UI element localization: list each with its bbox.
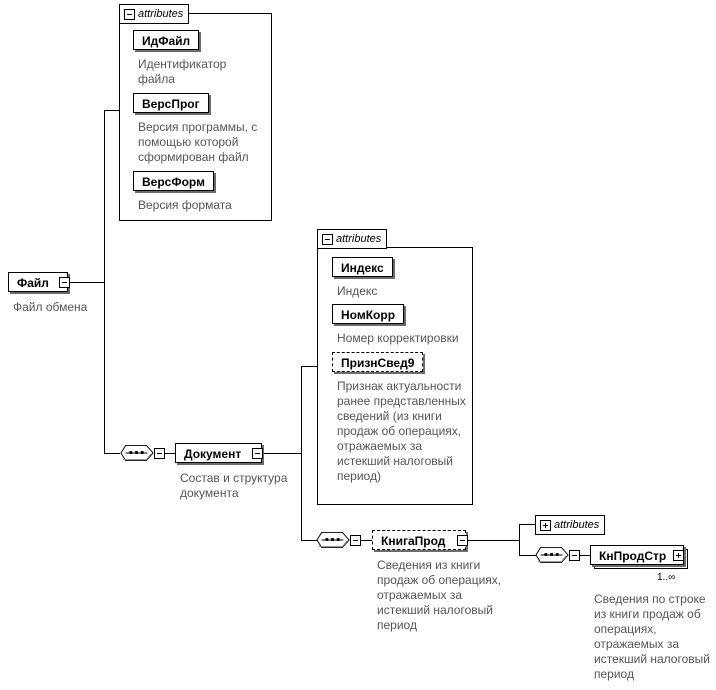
expand-icon[interactable]: [673, 550, 684, 561]
document-attributes-box: [317, 247, 473, 505]
connector: [360, 540, 372, 541]
sequence-icon: [535, 546, 569, 564]
attr-idfile-desc: Идентификатор файла: [138, 57, 227, 86]
root-attributes-tab[interactable]: attributes: [119, 4, 190, 24]
attr-nomkorr[interactable]: НомКорр: [332, 304, 405, 324]
book-desc: Сведения из книги продаж об операциях, о…: [377, 558, 502, 632]
expand-icon[interactable]: [540, 520, 551, 531]
attr-idfile[interactable]: ИдФайл: [133, 30, 200, 50]
attr-priznsved9-desc: Признак актуальности ранее представленны…: [337, 379, 466, 483]
document-element[interactable]: Документ: [175, 443, 263, 463]
collapse-icon[interactable]: [569, 550, 580, 561]
connector: [519, 524, 520, 556]
collapse-icon[interactable]: [124, 9, 135, 20]
connector: [578, 555, 590, 556]
sequence-icon: [316, 531, 350, 549]
attr-versprog-desc: Версия программы, с помощью которой сфор…: [138, 120, 258, 164]
attr-nomkorr-desc: Номер корректировки: [337, 331, 459, 345]
row-element[interactable]: КнПродСтр: [590, 545, 684, 565]
connector: [519, 555, 536, 556]
collapse-icon[interactable]: [322, 234, 333, 245]
collapse-icon[interactable]: [350, 535, 361, 546]
connector: [104, 110, 105, 454]
connector: [262, 453, 302, 454]
attributes-label: attributes: [138, 8, 184, 20]
row-desc: Сведения по строке из книги продаж об оп…: [594, 592, 710, 681]
connector: [164, 453, 175, 454]
collapse-icon[interactable]: [252, 448, 263, 459]
book-attributes-tab[interactable]: attributes: [535, 515, 606, 535]
connector: [301, 540, 318, 541]
attr-versform-desc: Версия формата: [138, 198, 232, 212]
multiplicity-label: 1..∞: [657, 572, 676, 583]
attributes-label: attributes: [554, 519, 600, 531]
attr-index[interactable]: Индекс: [332, 257, 393, 277]
attr-versform[interactable]: ВерсФорм: [133, 171, 214, 191]
book-element[interactable]: КнигаПрод: [372, 530, 468, 550]
attr-versprog[interactable]: ВерсПрог: [133, 93, 209, 113]
attr-priznsved9[interactable]: ПризнСвед9: [332, 352, 424, 372]
root-desc: Файл обмена: [13, 300, 88, 314]
attr-index-desc: Индекс: [337, 284, 378, 298]
connector: [468, 540, 520, 541]
collapse-icon[interactable]: [154, 448, 165, 459]
attributes-label: attributes: [336, 233, 382, 245]
root-element[interactable]: Файл: [8, 272, 70, 292]
collapse-icon[interactable]: [457, 535, 468, 546]
document-attributes-tab[interactable]: attributes: [317, 229, 388, 249]
connector: [104, 110, 119, 111]
connector: [519, 524, 535, 525]
document-desc: Состав и структура документа: [180, 471, 288, 500]
connector: [301, 366, 302, 541]
connector: [104, 453, 120, 454]
collapse-icon[interactable]: [59, 277, 70, 288]
connector: [69, 282, 105, 283]
connector: [301, 366, 318, 367]
sequence-icon: [120, 444, 154, 462]
